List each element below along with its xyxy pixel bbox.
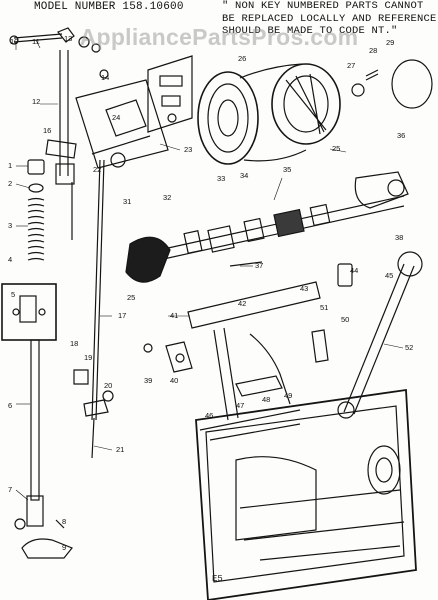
part-callout-28: 28 [369,46,377,55]
part-callout-19: 19 [84,353,92,362]
part-callout-49: 49 [284,391,292,400]
part-callout-6: 6 [8,401,12,410]
part-callout-9: 9 [62,543,66,552]
part-callout-52: 52 [405,343,413,352]
part-callout-21: 21 [116,445,124,454]
part-callout-16: 16 [43,126,51,135]
part-callout-48: 48 [262,395,270,404]
part-callout-45: 45 [385,271,393,280]
part-callout-22: 22 [93,165,101,174]
part-callout-34: 34 [240,171,248,180]
part-callout-40: 40 [170,376,178,385]
part-callout-37: 37 [255,261,263,270]
model-number-label: MODEL NUMBER 158.10600 [34,1,184,13]
part-callout-14: 14 [101,73,109,82]
feed-mechanism-assembly [143,263,353,421]
part-callout-23: 23 [184,145,192,154]
page-code: E5 [212,574,223,584]
part-callout-47: 47 [236,401,244,410]
notice-text: " NON KEY NUMBERED PARTS CANNOT BE REPLA… [222,0,437,37]
presser-bar-assembly [1,159,73,559]
part-callout-50: 50 [341,315,349,324]
part-callout-7: 7 [8,485,12,494]
part-callout-26: 26 [238,54,246,63]
part-callout-2: 2 [8,179,12,188]
part-callout-39: 39 [144,376,152,385]
part-callout-20: 20 [104,381,112,390]
part-callout-25: 25 [127,293,135,302]
part-callout-36: 36 [397,131,405,140]
machine-arm-body [195,388,417,600]
part-callout-24: 24 [112,113,120,122]
part-callout-32: 32 [163,193,171,202]
part-callout-44: 44 [350,266,358,275]
part-callout-3: 3 [8,221,12,230]
part-callout-4: 4 [8,255,12,264]
main-shaft-assembly [125,171,409,283]
part-callout-25: 25 [332,144,340,153]
needle-bar-assembly [73,159,114,459]
part-callout-27: 27 [347,61,355,70]
bobbin-winder-panel [147,55,193,133]
part-callout-18: 18 [70,339,78,348]
part-callout-51: 51 [320,303,328,312]
linkage-panel [75,79,169,169]
part-callout-29: 29 [386,38,394,47]
leader-lines [15,39,404,501]
part-callout-46: 46 [205,411,213,420]
part-callout-38: 38 [395,233,403,242]
part-callout-11: 11 [32,37,40,46]
motor-pulley-assembly [197,59,433,165]
part-callout-35: 35 [283,165,291,174]
feed-regulator-lever [337,251,423,419]
part-callout-42: 42 [238,299,246,308]
part-callout-43: 43 [300,284,308,293]
part-callout-8: 8 [62,517,66,526]
part-callout-31: 31 [123,197,131,206]
part-callout-10: 10 [10,37,18,46]
watermark-text: AppliancePartsPros.com [79,24,359,50]
part-callout-5: 5 [11,290,15,299]
part-callout-17: 17 [118,311,126,320]
take-up-lever-assembly [9,27,109,240]
part-callout-12: 12 [32,97,40,106]
part-callout-41: 41 [170,311,178,320]
part-callout-13: 13 [64,34,72,43]
part-callout-33: 33 [217,174,225,183]
part-callout-1: 1 [8,161,12,170]
